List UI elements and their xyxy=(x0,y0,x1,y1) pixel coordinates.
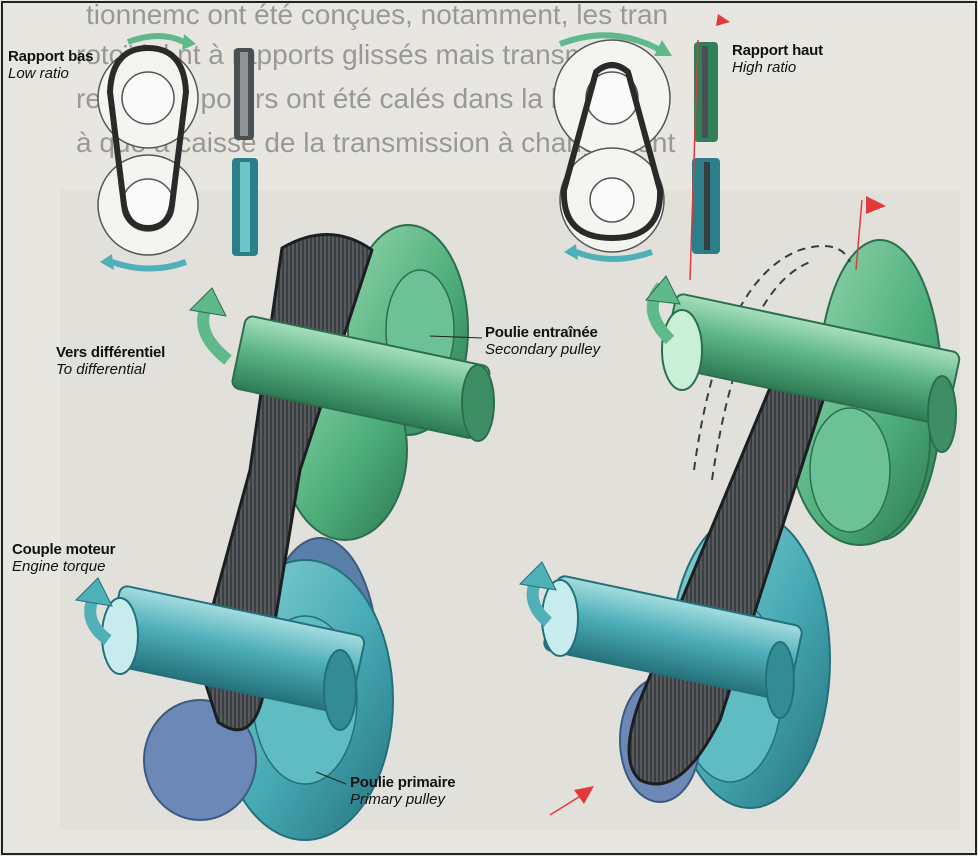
low-ratio-schematic xyxy=(97,33,258,272)
side-view-gap xyxy=(240,52,248,136)
label-primary-pulley-fr: Poulie primaire xyxy=(350,774,456,791)
schematic-hub xyxy=(121,71,175,125)
label-to-differential-en: To differential xyxy=(56,361,146,379)
primary-pulley-base xyxy=(143,699,257,821)
label-high-ratio-fr: Rapport haut xyxy=(732,42,823,59)
arrowhead-icon xyxy=(100,254,114,270)
high-ratio-assembly xyxy=(518,196,961,816)
schematic-belt xyxy=(107,45,189,231)
label-engine-torque-fr: Couple moteur xyxy=(12,541,116,558)
curved-arrow-icon xyxy=(645,275,681,305)
curved-arrow-icon xyxy=(74,577,113,607)
rotation-arrow-icon xyxy=(558,32,662,53)
curved-arrow-icon xyxy=(518,561,557,591)
bg-text-line: tionnemc ont été conçues, notamment, les… xyxy=(86,0,668,30)
output-shaft-end xyxy=(927,375,957,453)
output-shaft-end xyxy=(461,364,495,442)
input-shaft-end xyxy=(765,641,795,719)
red-arrow-icon xyxy=(866,196,886,214)
label-engine-torque: Couple moteur Engine torque xyxy=(12,541,115,576)
label-secondary-pulley: Poulie entraînée Secondary pulley xyxy=(485,324,600,359)
curved-arrow-icon xyxy=(188,287,227,317)
high-ratio-schematic xyxy=(553,14,730,281)
input-shaft-end xyxy=(323,649,357,731)
side-view-gap xyxy=(704,162,710,250)
schematic-belt xyxy=(560,62,664,241)
motion-guide-line xyxy=(855,199,863,271)
arrowhead-icon xyxy=(182,34,196,50)
output-shaft-bore xyxy=(661,309,703,391)
label-low-ratio-en: Low ratio xyxy=(8,65,69,83)
label-secondary-pulley-en: Secondary pulley xyxy=(485,341,601,359)
side-view-gap xyxy=(240,162,250,252)
arrowhead-icon xyxy=(654,40,672,56)
rotation-arrow-icon xyxy=(111,259,188,272)
motion-guide-line xyxy=(689,39,699,281)
label-primary-pulley-en: Primary pulley xyxy=(350,791,446,809)
label-to-differential: Vers différentiel To differential xyxy=(56,344,165,379)
label-low-ratio-fr: Rapport bas xyxy=(8,48,94,65)
label-to-differential-fr: Vers différentiel xyxy=(56,344,166,361)
rotation-arrow-icon xyxy=(574,249,653,262)
schematic-hub xyxy=(589,177,635,223)
label-low-ratio: Rapport bas Low ratio xyxy=(8,48,94,83)
label-high-ratio: Rapport haut High ratio xyxy=(732,42,823,77)
red-arrow-icon xyxy=(716,14,730,26)
label-engine-torque-en: Engine torque xyxy=(12,558,106,576)
red-arrow-icon xyxy=(574,786,594,804)
low-ratio-assembly xyxy=(74,224,495,841)
arrowhead-icon xyxy=(564,244,578,260)
label-high-ratio-en: High ratio xyxy=(732,59,797,77)
side-view-gap xyxy=(702,46,708,138)
label-secondary-pulley-fr: Poulie entraînée xyxy=(485,324,598,341)
rotation-arrow-icon xyxy=(126,33,186,45)
secondary-pulley-hub xyxy=(809,407,891,533)
label-primary-pulley: Poulie primaire Primary pulley xyxy=(350,774,456,809)
